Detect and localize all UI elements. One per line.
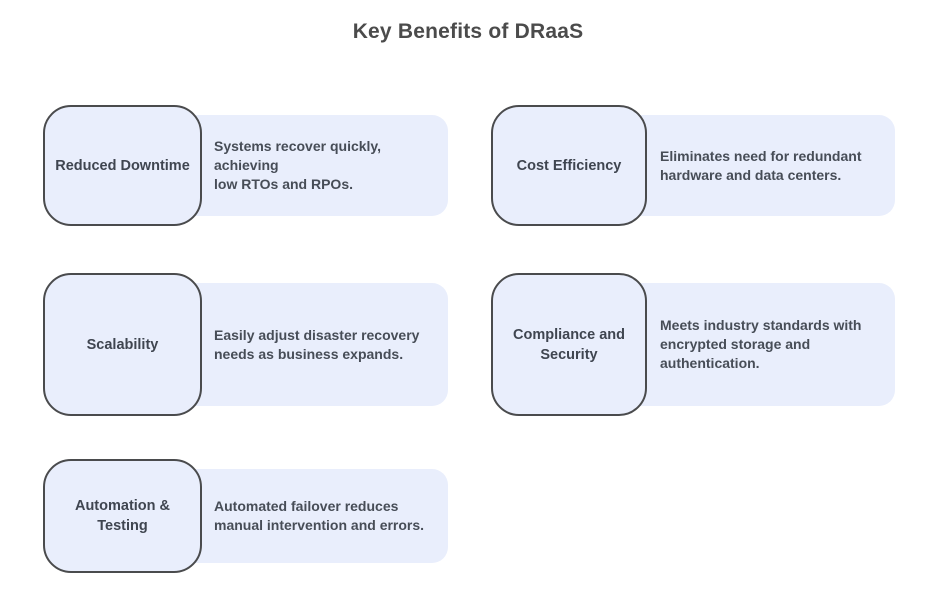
benefit-label: Compliance and Security <box>513 326 625 363</box>
benefit-label-box: Cost Efficiency <box>491 105 647 226</box>
benefit-label: Scalability <box>86 336 159 353</box>
benefit-description-box: Eliminates need for redundant hardware a… <box>608 115 895 216</box>
benefit-label: Automation & Testing <box>74 498 171 534</box>
diagram-title: Key Benefits of DRaaS <box>352 20 584 43</box>
benefit-description: Systems recover quickly, achieving low R… <box>214 138 382 192</box>
benefit-description: Automated failover reduces manual interv… <box>214 498 425 533</box>
benefit-label-box: Automation & Testing <box>43 459 202 573</box>
benefit-description-box: Systems recover quickly, achieving low R… <box>160 115 448 216</box>
benefit-description: Easily adjust disaster recovery needs as… <box>214 326 420 362</box>
benefit-description-box: Meets industry standards with encrypted … <box>608 283 895 406</box>
benefit-label-box: Compliance and Security <box>491 273 647 416</box>
benefit-description-box: Easily adjust disaster recovery needs as… <box>160 283 448 406</box>
benefit-card-automation-testing: Automated failover reduces manual interv… <box>43 459 448 573</box>
benefit-card-cost-efficiency: Eliminates need for redundant hardware a… <box>491 105 895 226</box>
benefit-card-compliance-security: Meets industry standards with encrypted … <box>491 273 895 416</box>
benefit-label: Cost Efficiency <box>516 157 622 174</box>
benefit-label-box: Reduced Downtime <box>43 105 202 226</box>
benefit-label: Reduced Downtime <box>55 157 190 174</box>
benefit-description: Eliminates need for redundant hardware a… <box>660 147 862 183</box>
benefit-card-scalability: Easily adjust disaster recovery needs as… <box>43 273 448 416</box>
benefit-card-reduced-downtime: Systems recover quickly, achieving low R… <box>43 105 448 226</box>
benefit-label-box: Scalability <box>43 273 202 416</box>
benefit-description-box: Automated failover reduces manual interv… <box>160 469 448 563</box>
benefit-description: Meets industry standards with encrypted … <box>660 317 862 371</box>
